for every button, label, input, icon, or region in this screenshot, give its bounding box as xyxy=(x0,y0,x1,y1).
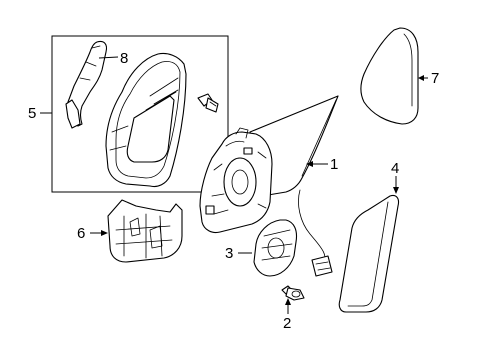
callout-7: 7 xyxy=(431,70,439,87)
part-5-housing xyxy=(105,52,187,188)
arrow-6 xyxy=(101,230,108,236)
part-7-mirror-cap xyxy=(360,27,419,125)
arrow-1 xyxy=(306,161,313,167)
housing-screw xyxy=(197,93,219,113)
part-2-screw xyxy=(281,285,305,301)
leader-8 xyxy=(98,56,119,59)
part-6-lower-cover xyxy=(107,199,183,263)
callout-3: 3 xyxy=(225,245,233,262)
arrow-7 xyxy=(418,75,424,81)
part-3-motor xyxy=(253,189,333,277)
callout-5: 5 xyxy=(28,105,36,122)
arrow-2 xyxy=(285,298,291,305)
callout-1: 1 xyxy=(330,156,338,173)
leader-lines xyxy=(40,56,428,314)
part-4-mirror-glass xyxy=(338,194,400,313)
assembly-frame xyxy=(51,35,229,193)
callout-4: 4 xyxy=(391,160,399,177)
callout-2: 2 xyxy=(283,315,291,332)
part-1-mirror-base xyxy=(199,95,339,234)
callout-6: 6 xyxy=(77,225,85,242)
arrow-4 xyxy=(393,187,399,194)
part-8-cover-strip xyxy=(65,40,108,129)
callout-8: 8 xyxy=(120,50,128,67)
